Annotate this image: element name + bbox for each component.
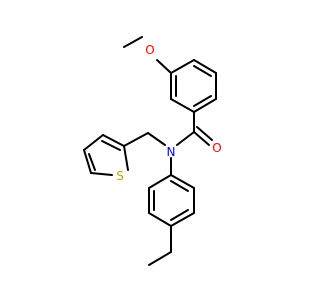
bond-ring1-a — [170, 59, 195, 74]
bond-methyl-o — [123, 36, 143, 48]
bond-ring1-b — [193, 59, 217, 74]
bond-ring2-inner-3 — [170, 180, 189, 192]
atom-thiophene-sulfur: S — [116, 169, 124, 183]
bond-thio-d — [90, 172, 113, 176]
molecule-structure: O O N S — [83, 36, 222, 266]
bond-ethyl — [148, 251, 172, 266]
bond-ring1-inner-2 — [193, 95, 212, 107]
bond-carbonyl-o-2 — [196, 126, 213, 141]
bond-thio-a — [102, 134, 125, 147]
bond-ring1-d — [193, 98, 217, 113]
bond-thio-b — [83, 134, 104, 151]
atom-amide-nitrogen: N — [167, 145, 176, 159]
bond-n-ch2 — [147, 132, 166, 146]
bond-o-ring — [156, 59, 172, 74]
bond-ch2-thiophene — [123, 132, 149, 147]
bond-ring2-d — [170, 212, 195, 227]
bond-ring1-inner-1 — [193, 65, 212, 77]
bond-ring2-c — [148, 212, 172, 227]
bond-thio-c — [83, 149, 92, 174]
bond-carbonyl-o-1 — [193, 131, 210, 146]
bond-carbonyl-n — [176, 131, 195, 146]
bond-ring2-a — [148, 174, 172, 189]
atom-carbonyl-oxygen: O — [212, 141, 221, 155]
bond-thio-e — [123, 145, 129, 171]
bond-ring2-inner-2 — [170, 209, 189, 221]
bond-thio-inner-2 — [88, 153, 96, 171]
bond-ring1-e — [170, 98, 195, 113]
atom-methoxy-oxygen: O — [145, 43, 154, 57]
bond-thio-inner-1 — [101, 140, 121, 151]
bond-ring2-f — [170, 174, 195, 189]
